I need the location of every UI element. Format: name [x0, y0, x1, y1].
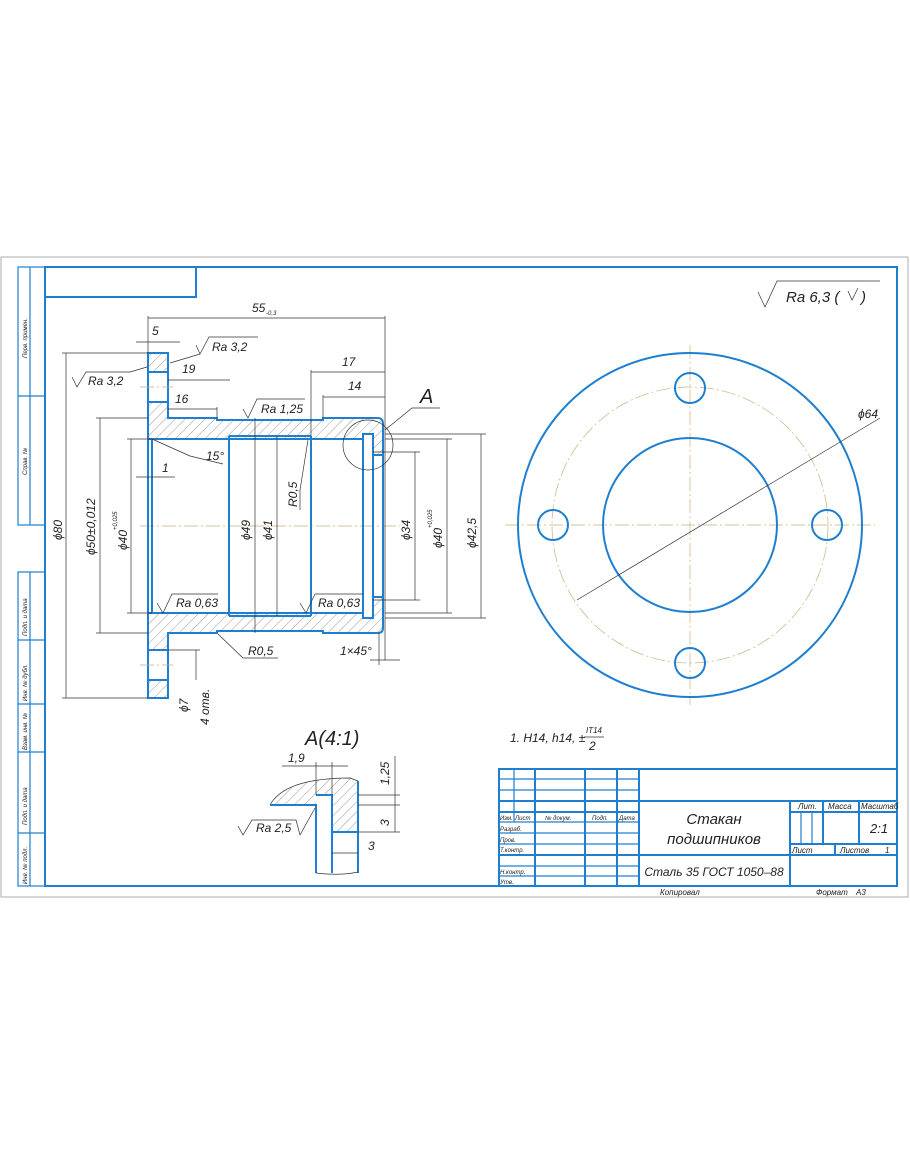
upper-stamp-box — [45, 267, 197, 298]
general-roughness: Ra 6,3 ( ) — [757, 280, 880, 308]
svg-text:ϕ42,5: ϕ42,5 — [465, 518, 479, 548]
svg-text:Ra 1,25: Ra 1,25 — [261, 402, 303, 416]
bolt-hole — [674, 372, 706, 404]
svg-text:+0,025: +0,025 — [113, 511, 119, 530]
svg-text:1: 1 — [885, 846, 889, 855]
svg-text:16: 16 — [175, 392, 189, 406]
svg-text:55: 55 — [252, 301, 266, 315]
bore-circle — [602, 437, 778, 613]
outer-circle — [517, 352, 863, 698]
svg-text:1,9: 1,9 — [288, 751, 305, 765]
scale-value: 2:1 — [869, 821, 888, 836]
svg-text:Формат: Формат — [816, 888, 848, 897]
svg-text:+0,025: +0,025 — [428, 509, 434, 528]
stamp-inv-podl: Инв. № подл. — [22, 847, 29, 884]
material: Сталь 35 ГОСТ 1050–88 — [644, 865, 784, 879]
svg-text:1×45°: 1×45° — [340, 644, 372, 658]
svg-text:Масса: Масса — [828, 802, 852, 811]
title-block: Изм. Лист № докум. Подп. Дата Разраб. Пр… — [498, 768, 899, 897]
technical-note: 1. H14, h14, ± IT14 2 — [510, 726, 604, 753]
svg-text:ϕ34: ϕ34 — [399, 520, 413, 540]
svg-text:Ra 3,2: Ra 3,2 — [212, 340, 248, 354]
svg-text:R0,5: R0,5 — [286, 481, 300, 507]
stamp-podp-data-2: Подп. и дата — [23, 787, 29, 825]
svg-text:Разраб.: Разраб. — [500, 827, 522, 833]
svg-text:Листов: Листов — [839, 846, 869, 855]
sheet-edge — [0, 256, 909, 898]
svg-text:Лист: Лист — [514, 816, 530, 822]
stamp-podp-data: Подп. и дата — [23, 598, 29, 636]
detail-a-view: A(4:1) 1,9 1,25 3 3 Ra 2,5 — [237, 728, 400, 875]
svg-text:ϕ7: ϕ7 — [177, 697, 191, 712]
svg-text:А3: А3 — [855, 888, 866, 897]
svg-text:Ra 3,2: Ra 3,2 — [88, 374, 124, 388]
svg-text:Изм.: Изм. — [500, 816, 513, 822]
svg-text:Подп.: Подп. — [592, 816, 608, 822]
svg-text:15°: 15° — [206, 449, 224, 463]
bolt-hole — [674, 647, 706, 679]
svg-text:ϕ40: ϕ40 — [431, 528, 445, 548]
svg-text:19: 19 — [182, 362, 196, 376]
svg-text:Ra 0,63: Ra 0,63 — [318, 596, 360, 610]
roughness-icon — [757, 280, 880, 308]
side-stamp-strip: Перв. примен. Справ. № Подп. и дата Инв.… — [17, 266, 46, 887]
svg-text:1. H14, h14, ±: 1. H14, h14, ± — [510, 731, 586, 745]
bolt-hole — [537, 509, 569, 541]
svg-text:ϕ40: ϕ40 — [116, 530, 130, 550]
svg-text:Ra 6,3 (: Ra 6,3 ( — [786, 289, 841, 306]
svg-text:1,25: 1,25 — [378, 761, 392, 785]
svg-text:Масштаб: Масштаб — [861, 802, 899, 811]
svg-text:IT14: IT14 — [586, 726, 603, 735]
detail-a-circle — [342, 419, 394, 471]
svg-text:№ докум.: № докум. — [545, 815, 571, 822]
svg-text:ϕ50±0,012: ϕ50±0,012 — [84, 498, 98, 555]
svg-text:ϕ49: ϕ49 — [239, 520, 253, 540]
drawing-title: Стакан — [686, 811, 741, 828]
svg-text:ϕ41: ϕ41 — [261, 520, 275, 540]
side-view: ϕ64 — [505, 345, 881, 705]
bolt-circle — [551, 386, 829, 664]
svg-text:-0,3: -0,3 — [266, 311, 277, 317]
detail-ref-label: A — [419, 386, 433, 408]
svg-text:Дата: Дата — [618, 816, 635, 822]
svg-text:Ra 2,5: Ra 2,5 — [256, 821, 292, 835]
detail-title: A(4:1) — [304, 728, 359, 750]
stamp-inv-dubl: Инв. № дубл. — [22, 664, 29, 701]
drawing-frame — [44, 266, 898, 887]
svg-text:2: 2 — [588, 739, 596, 753]
svg-text:3: 3 — [368, 839, 375, 853]
bolt-hole — [811, 509, 843, 541]
svg-text:Лист: Лист — [791, 846, 813, 855]
stamp-sprav: Справ. № — [22, 447, 29, 475]
svg-text:4 отв.: 4 отв. — [198, 689, 212, 725]
svg-text:5: 5 — [152, 324, 159, 338]
stamp-vzam-inv: Взам. инв. № — [22, 712, 29, 750]
svg-text:3: 3 — [378, 819, 392, 826]
svg-text:Утв.: Утв. — [499, 880, 514, 886]
svg-text:Лит.: Лит. — [797, 802, 817, 811]
svg-text:14: 14 — [348, 379, 362, 393]
svg-text:1: 1 — [162, 461, 169, 475]
main-dimensions: 55 -0,3 5 19 16 17 14 15° 1 ϕ80 ϕ50±0,01… — [51, 301, 486, 725]
svg-text:Т.контр.: Т.контр. — [500, 848, 524, 854]
svg-text:ϕ80: ϕ80 — [51, 520, 65, 540]
svg-text:ϕ64: ϕ64 — [858, 407, 878, 421]
svg-text:Копировал: Копировал — [660, 888, 700, 897]
stamp-perv-primen: Перв. примен. — [23, 318, 29, 358]
drawing-title-2: подшипников — [667, 831, 761, 848]
svg-text:Пров.: Пров. — [500, 838, 516, 844]
svg-text:Н.контр.: Н.контр. — [500, 870, 525, 876]
svg-text:R0,5: R0,5 — [248, 644, 274, 658]
svg-text:Ra 0,63: Ra 0,63 — [176, 596, 218, 610]
svg-text:): ) — [859, 289, 866, 306]
svg-text:17: 17 — [342, 355, 357, 369]
